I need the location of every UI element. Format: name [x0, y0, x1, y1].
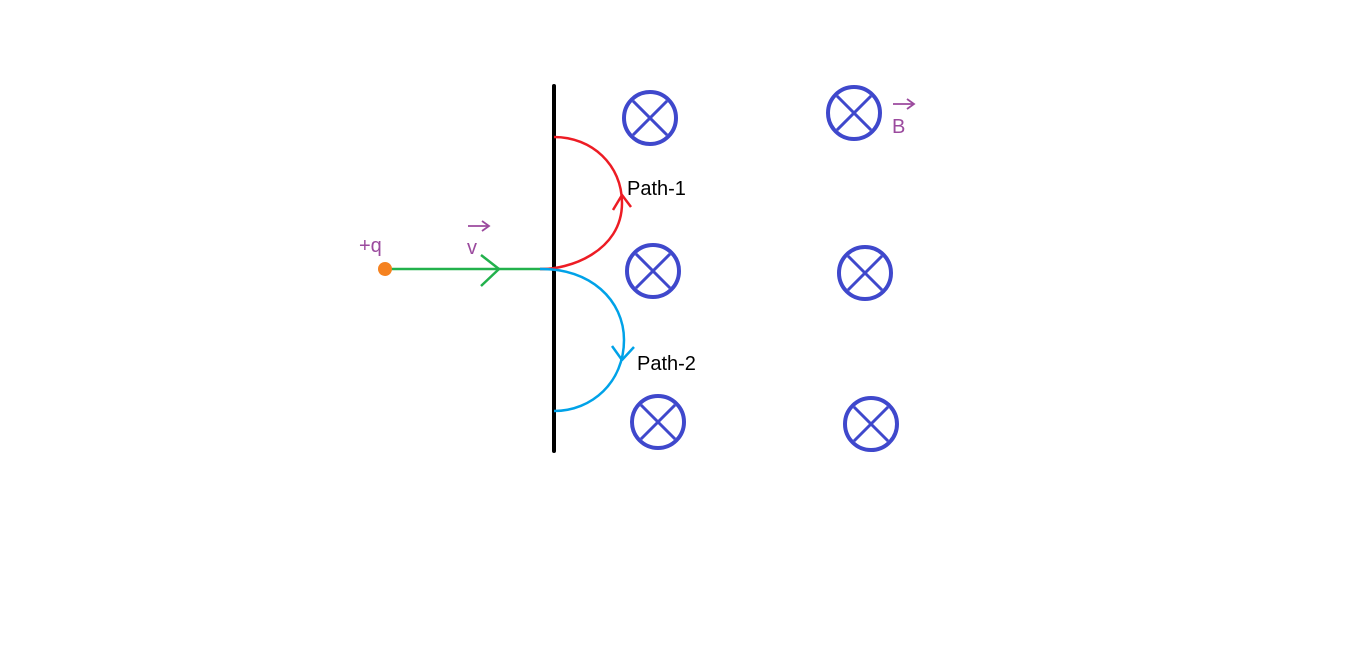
path-1-arrowhead	[611, 193, 632, 211]
path-1-trajectory	[539, 135, 624, 271]
field-vector-arrow-icon	[893, 98, 916, 110]
field-into-page-circle-cross-icon	[826, 85, 882, 141]
path-1-label: Path-1	[627, 178, 686, 200]
field-into-page-circle-cross-icon	[843, 396, 899, 452]
field-into-page-circle-cross-icon	[837, 245, 893, 301]
field-into-page-circle-cross-icon	[630, 394, 686, 450]
velocity-vector-arrow-icon	[468, 220, 491, 232]
charge-dot	[378, 262, 392, 276]
field-into-page-circle-cross-icon	[622, 90, 678, 146]
path-2-arrowhead	[610, 345, 635, 362]
path-2-trajectory	[539, 267, 626, 413]
velocity-label: v	[467, 237, 477, 259]
charge-label: +q	[359, 235, 382, 257]
incoming-arrowhead	[480, 254, 501, 287]
field-label: B	[892, 116, 905, 138]
field-into-page-circle-cross-icon	[625, 243, 681, 299]
path-2-label: Path-2	[637, 353, 696, 375]
